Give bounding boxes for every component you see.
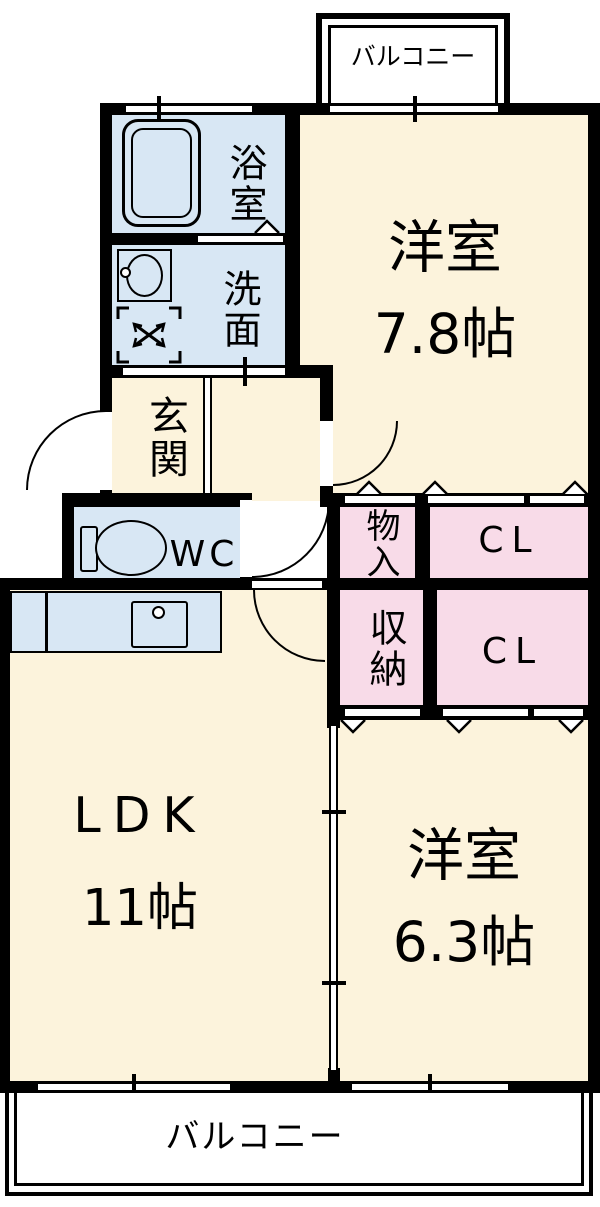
western-room-1-label: 洋室 <box>388 215 502 281</box>
room-closet-lower <box>430 585 592 713</box>
western-room-2-size: 6.3帖 <box>392 910 536 974</box>
wall-segment <box>423 590 437 714</box>
hallway <box>206 371 326 501</box>
ldk-size: 11帖 <box>82 879 198 938</box>
door-chevron-icon <box>446 719 472 734</box>
door-chevron-icon <box>422 480 448 495</box>
door-opening <box>320 421 333 486</box>
closet-door <box>345 496 415 503</box>
room-storage <box>334 585 430 713</box>
closet-lower-label: CL <box>481 631 544 672</box>
closet-door <box>345 709 420 716</box>
balcony-top-label: バルコニー <box>350 42 476 71</box>
bathtub-inner-icon <box>131 128 192 218</box>
window-tick <box>322 981 346 985</box>
wall-segment <box>328 1068 340 1093</box>
balcony-bottom-label: バルコニー <box>165 1117 345 1157</box>
wall-segment <box>588 103 600 1093</box>
door-chevron-icon <box>254 219 280 234</box>
wall-segment <box>0 578 250 590</box>
bath-label: 浴室 <box>223 143 267 225</box>
balcony-top <box>316 13 510 110</box>
window-tick <box>243 357 247 386</box>
balcony-top-railing <box>328 25 498 110</box>
storage-label: 収納 <box>363 608 407 690</box>
washbasin-bowl-icon <box>126 254 163 297</box>
storage-small-label: 物入 <box>360 508 400 580</box>
window-tick <box>428 1074 432 1100</box>
washroom-label: 洗面 <box>217 269 261 351</box>
door-opening <box>123 368 285 375</box>
partition-wall <box>203 378 212 493</box>
wall-segment <box>415 493 430 585</box>
entrance-door-swing <box>26 410 106 490</box>
room-western-2 <box>334 714 592 1087</box>
room-ldk <box>4 585 334 1087</box>
wall-segment <box>62 493 74 585</box>
kitchen-counter-divider-icon <box>45 591 48 653</box>
wall-segment <box>100 115 112 507</box>
kitchen-counter-icon <box>10 591 222 653</box>
room-storage-small <box>334 499 422 585</box>
western-room-2-label: 洋室 <box>407 823 521 889</box>
wc-door-swing <box>252 500 330 578</box>
balcony-bottom-railing <box>14 1093 584 1186</box>
wc-label: WC <box>169 534 239 575</box>
window-tick <box>322 810 346 814</box>
wall-segment <box>285 115 300 378</box>
wall-segment <box>0 578 10 1093</box>
window <box>126 106 252 112</box>
closet-door <box>443 709 528 716</box>
partition-wall <box>329 726 338 1070</box>
washing-machine-icon <box>116 306 182 364</box>
door-opening <box>252 581 322 588</box>
closet-door <box>530 496 584 503</box>
kitchen-sink-icon <box>131 601 188 648</box>
door-chevron-icon <box>356 480 382 495</box>
room-closet-upper <box>422 499 592 585</box>
closet-door <box>428 496 524 503</box>
door-opening <box>240 500 252 577</box>
washbasin-icon <box>117 249 172 302</box>
wall-segment <box>327 493 340 720</box>
door-opening <box>198 236 283 242</box>
closet-door <box>534 709 583 716</box>
door-chevron-icon <box>562 480 588 495</box>
washbasin-knob-icon <box>120 267 131 278</box>
room-entrance <box>106 371 210 497</box>
door-chevron-icon <box>340 719 366 734</box>
wall-segment <box>327 578 600 590</box>
balcony-bottom <box>5 1093 593 1196</box>
wall-segment <box>327 712 340 728</box>
entrance-label: 玄関 <box>142 395 188 481</box>
wall-segment <box>62 493 250 507</box>
window-tick <box>132 1074 136 1100</box>
door-chevron-icon <box>558 719 584 734</box>
ldk-label: LDK <box>73 787 207 844</box>
closet-upper-label: CL <box>478 520 540 561</box>
kitchen-faucet-icon <box>152 606 165 619</box>
toilet-bowl-icon <box>95 520 167 576</box>
window-tick <box>413 96 417 122</box>
western-room-1-size: 7.8帖 <box>373 302 517 366</box>
window-tick <box>157 96 161 122</box>
